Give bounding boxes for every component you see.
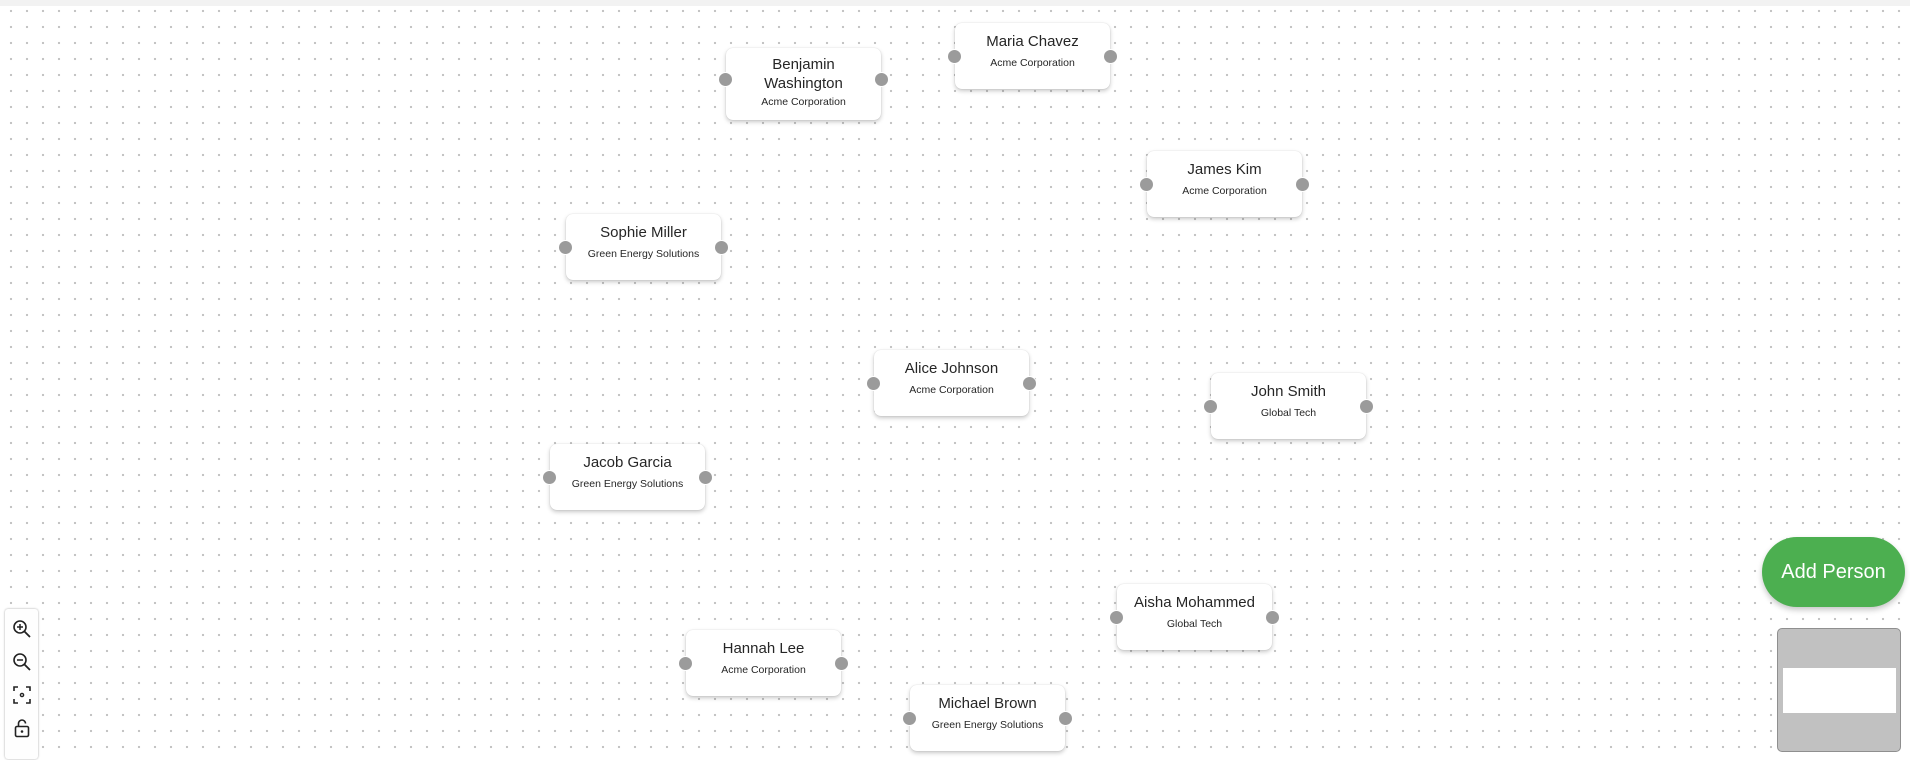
connection-handle-right[interactable] [834, 655, 849, 671]
connection-handle-left[interactable] [866, 375, 881, 391]
lock-icon [14, 719, 29, 738]
person-company: Acme Corporation [761, 96, 846, 108]
connection-handle-left[interactable] [558, 239, 573, 255]
connection-handle-right[interactable] [1265, 609, 1280, 625]
person-node[interactable]: Michael Brown Green Energy Solutions [902, 685, 1073, 751]
connection-handle-left[interactable] [947, 48, 962, 64]
person-node[interactable]: Aisha Mohammed Global Tech [1109, 584, 1280, 650]
connection-handle-right[interactable] [698, 469, 713, 485]
minimap[interactable] [1777, 628, 1901, 752]
fit-view-icon [12, 686, 31, 704]
person-name: Alice Johnson [904, 360, 999, 377]
person-name: Sophie Miller [600, 224, 687, 241]
connection-handle-right[interactable] [1359, 398, 1374, 414]
person-name: James Kim [1187, 161, 1262, 178]
person-name: Jacob Garcia [583, 454, 672, 471]
zoom-in-button[interactable] [5, 609, 38, 642]
person-node[interactable]: Alice Johnson Acme Corporation [866, 350, 1037, 416]
canvas-controls [5, 609, 38, 759]
lock-button[interactable] [5, 708, 38, 741]
person-name: Aisha Mohammed [1134, 594, 1255, 611]
zoom-in-icon [12, 620, 31, 638]
connection-handle-right[interactable] [1022, 375, 1037, 391]
person-company: Acme Corporation [990, 57, 1075, 69]
person-node[interactable]: Sophie Miller Green Energy Solutions [558, 214, 729, 280]
connection-handle-right[interactable] [1295, 176, 1310, 192]
person-company: Global Tech [1166, 618, 1223, 630]
top-bar [0, 0, 1910, 6]
connection-handle-left[interactable] [1203, 398, 1218, 414]
zoom-out-button[interactable] [5, 642, 38, 675]
connection-handle-left[interactable] [1109, 609, 1124, 625]
person-company: Green Energy Solutions [931, 719, 1044, 731]
fit-view-button[interactable] [5, 675, 38, 708]
connection-handle-right[interactable] [1103, 48, 1118, 64]
connection-handle-left[interactable] [718, 71, 733, 87]
person-company: Acme Corporation [1182, 185, 1267, 197]
person-company: Global Tech [1260, 407, 1317, 419]
person-node[interactable]: Benjamin Washington Acme Corporation [718, 48, 889, 120]
connection-handle-right[interactable] [714, 239, 729, 255]
person-name: Benjamin Washington [764, 56, 843, 92]
minimap-viewport[interactable] [1783, 668, 1896, 713]
connection-handle-left[interactable] [542, 469, 557, 485]
connection-handle-right[interactable] [1058, 710, 1073, 726]
add-person-button[interactable]: Add Person [1762, 537, 1905, 607]
connection-handle-left[interactable] [902, 710, 917, 726]
person-name: Hannah Lee [722, 640, 805, 657]
person-node[interactable]: John Smith Global Tech [1203, 373, 1374, 439]
zoom-out-icon [12, 653, 31, 671]
person-name: Maria Chavez [986, 33, 1079, 50]
person-company: Green Energy Solutions [587, 248, 700, 260]
connection-handle-right[interactable] [874, 71, 889, 87]
person-node[interactable]: Jacob Garcia Green Energy Solutions [542, 444, 713, 510]
connection-handle-left[interactable] [678, 655, 693, 671]
person-company: Acme Corporation [721, 664, 806, 676]
person-node[interactable]: Maria Chavez Acme Corporation [947, 23, 1118, 89]
person-company: Acme Corporation [909, 384, 994, 396]
person-node[interactable]: James Kim Acme Corporation [1139, 151, 1310, 217]
person-name: John Smith [1250, 383, 1327, 400]
person-company: Green Energy Solutions [571, 478, 684, 490]
person-node[interactable]: Hannah Lee Acme Corporation [678, 630, 849, 696]
connection-handle-left[interactable] [1139, 176, 1154, 192]
person-name: Michael Brown [938, 695, 1037, 712]
